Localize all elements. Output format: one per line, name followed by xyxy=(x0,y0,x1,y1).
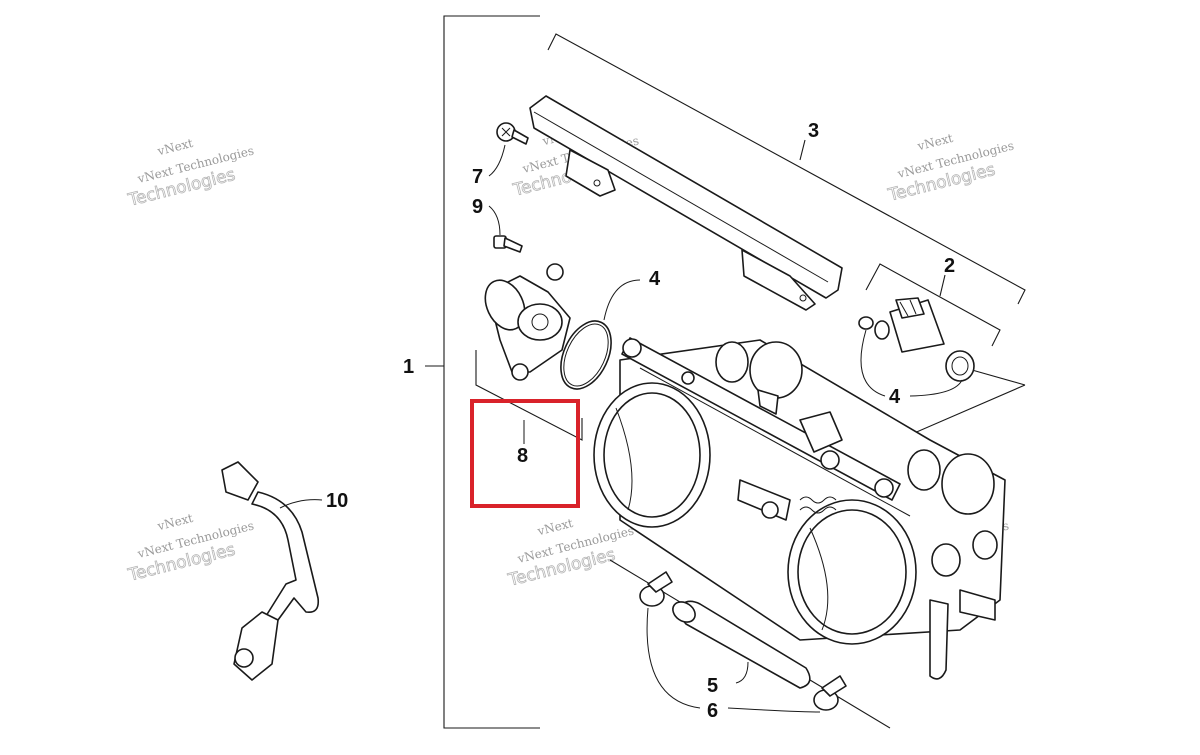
callout-3: 3 xyxy=(808,120,819,142)
hose-clamp xyxy=(813,675,847,711)
fuel-rail xyxy=(529,95,843,311)
leader-line-4b xyxy=(860,329,963,397)
svg-text:vNext: vNext xyxy=(915,131,954,154)
callout-2: 2 xyxy=(944,255,955,277)
assembly-bracket xyxy=(443,15,540,729)
screw-7 xyxy=(496,122,529,145)
leader-line-3 xyxy=(799,139,806,161)
throttle-position-sensor xyxy=(484,263,571,381)
fuel-injector xyxy=(858,297,975,382)
leader-line-2 xyxy=(939,274,946,297)
svg-text:vNext: vNext xyxy=(155,511,194,534)
watermark: vNext vNext Technologies Technologies xyxy=(885,131,1015,206)
callout-4a: 4 xyxy=(649,268,661,290)
callout-10: 10 xyxy=(326,490,348,512)
leader-line-9 xyxy=(488,205,501,236)
hose xyxy=(672,600,811,689)
hose-clamp xyxy=(639,571,673,607)
callout-5: 5 xyxy=(707,675,718,697)
injector-group-bracket xyxy=(865,263,1001,347)
callout-4b: 4 xyxy=(889,386,901,408)
leader-line-7 xyxy=(488,144,506,177)
fuel-rail-group-bracket xyxy=(547,33,1026,305)
callout-9: 9 xyxy=(472,196,483,218)
watermark: vNext vNext Technologies Technologies xyxy=(125,511,255,586)
leader-line-5 xyxy=(735,661,749,684)
breather-tube xyxy=(221,461,320,681)
throttle-body xyxy=(593,337,1006,680)
leader-line-6 xyxy=(646,607,821,713)
callout-7: 7 xyxy=(472,166,483,188)
throttle-body-frame xyxy=(475,350,583,441)
callout-6: 6 xyxy=(707,700,718,722)
svg-text:vNext: vNext xyxy=(535,516,574,539)
leader-line-10 xyxy=(279,499,323,509)
leader-line-4a xyxy=(603,279,641,321)
watermark: vNext vNext Technologies Technologies xyxy=(505,516,635,591)
callout-8: 8 xyxy=(517,445,528,467)
screw-9 xyxy=(493,235,523,253)
highlight-box xyxy=(470,399,580,508)
callout-1: 1 xyxy=(403,356,414,378)
watermark: vNext vNext Technologies Technologies xyxy=(125,136,255,211)
svg-text:vNext: vNext xyxy=(155,136,194,159)
